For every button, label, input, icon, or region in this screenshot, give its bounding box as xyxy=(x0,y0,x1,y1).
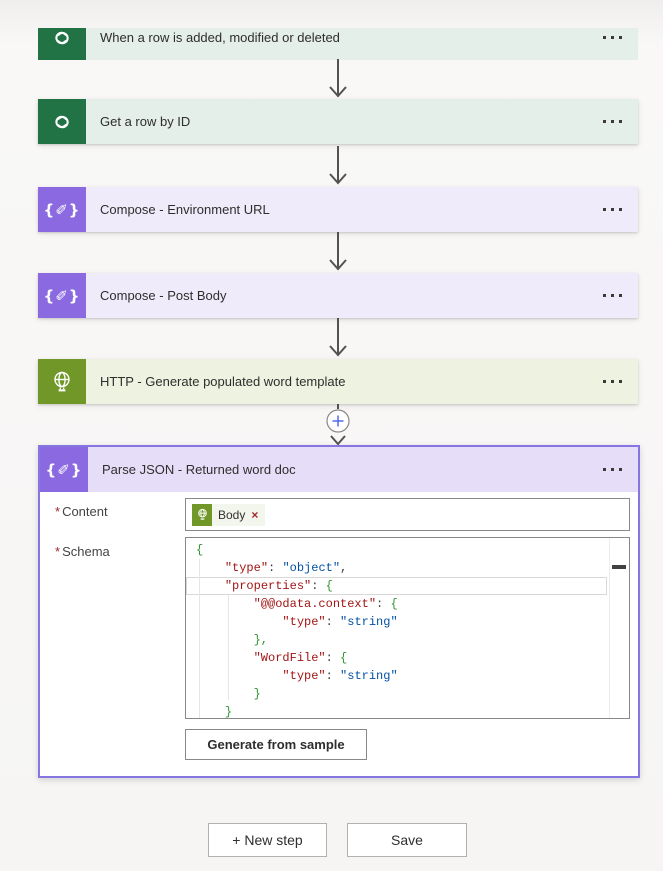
new-step-button[interactable]: + New step xyxy=(208,823,327,857)
code-token[interactable]: } xyxy=(224,705,233,719)
code-token[interactable] xyxy=(196,687,254,701)
step-title: Parse JSON - Returned word doc xyxy=(102,462,296,477)
insert-step-connector xyxy=(326,404,350,446)
indent-guide xyxy=(199,559,200,718)
code-token[interactable]: "type" xyxy=(282,669,326,683)
content-input[interactable]: Body × xyxy=(185,498,630,531)
step-title: HTTP - Generate populated word template xyxy=(100,374,346,389)
code-token[interactable]: } xyxy=(253,687,261,701)
code-token[interactable] xyxy=(196,597,254,611)
code-token[interactable]: "type" xyxy=(224,561,269,575)
save-button[interactable]: Save xyxy=(347,823,467,857)
connector-arrow xyxy=(329,232,347,271)
body-token[interactable]: Body × xyxy=(192,503,266,526)
http-globe-icon xyxy=(192,503,212,526)
step-card-compose-environment-url[interactable]: {✐} Compose - Environment URL xyxy=(38,187,638,232)
code-token[interactable]: , xyxy=(340,561,348,575)
dataverse-icon xyxy=(38,28,86,60)
required-marker: * xyxy=(55,504,61,519)
code-token[interactable]: : xyxy=(325,615,341,629)
code-line[interactable]: "properties": { xyxy=(186,577,607,595)
chevron-down-icon xyxy=(330,435,346,446)
code-token[interactable]: "type" xyxy=(282,615,326,629)
more-options-ellipsis-icon[interactable] xyxy=(601,30,624,45)
more-options-ellipsis-icon[interactable] xyxy=(601,114,624,129)
code-token[interactable]: "string" xyxy=(340,615,398,629)
code-token[interactable]: { xyxy=(325,579,333,593)
step-card-parse-json-expanded: {✐} Parse JSON - Returned word doc *Cont… xyxy=(38,445,640,778)
code-token[interactable]: : xyxy=(311,579,326,593)
code-token[interactable]: : xyxy=(325,669,341,683)
dataverse-icon xyxy=(38,99,86,144)
parse-json-braces-pencil-icon: {✐} xyxy=(40,447,88,492)
connector-arrow xyxy=(329,318,347,357)
indent-guide xyxy=(228,595,229,700)
schema-field-label: *Schema xyxy=(55,544,110,559)
step-title: When a row is added, modified or deleted xyxy=(100,30,340,45)
step-card-compose-post-body[interactable]: {✐} Compose - Post Body xyxy=(38,273,638,318)
code-line[interactable]: "@@odata.context": { xyxy=(186,595,607,613)
code-token[interactable] xyxy=(196,705,225,718)
compose-braces-pencil-icon: {✐} xyxy=(38,273,86,318)
code-token[interactable] xyxy=(196,615,282,629)
insert-step-plus-button[interactable] xyxy=(326,409,350,433)
generate-from-sample-button[interactable]: Generate from sample xyxy=(185,729,367,760)
schema-code-editor[interactable]: { "type": "object", "properties": { "@@o… xyxy=(185,537,630,719)
code-token[interactable]: : xyxy=(325,651,341,665)
code-line[interactable]: }, xyxy=(186,631,607,649)
code-line[interactable]: "WordFile": { xyxy=(186,649,607,667)
code-line[interactable]: { xyxy=(186,541,607,559)
code-token[interactable]: { xyxy=(340,651,348,665)
code-token[interactable]: "WordFile" xyxy=(253,651,326,665)
more-options-ellipsis-icon[interactable] xyxy=(601,202,624,217)
code-token[interactable] xyxy=(196,651,254,665)
step-title: Get a row by ID xyxy=(100,114,191,129)
code-token[interactable]: : xyxy=(268,561,283,575)
code-token[interactable]: "string" xyxy=(340,669,398,683)
parse-json-header[interactable]: {✐} Parse JSON - Returned word doc xyxy=(40,447,638,492)
code-token[interactable] xyxy=(196,633,254,647)
code-line[interactable]: "type": "string" xyxy=(186,613,607,631)
step-title: Compose - Post Body xyxy=(100,288,227,303)
scrollbar-gutter xyxy=(609,538,610,718)
step-title: Compose - Environment URL xyxy=(100,202,270,217)
code-token[interactable]: }, xyxy=(253,633,269,647)
code-token[interactable] xyxy=(196,561,225,575)
compose-braces-pencil-icon: {✐} xyxy=(38,187,86,232)
required-marker: * xyxy=(55,544,61,559)
code-token[interactable]: "object" xyxy=(282,561,341,575)
more-options-ellipsis-icon[interactable] xyxy=(601,462,624,477)
connector-arrow xyxy=(329,146,347,185)
code-token[interactable]: : xyxy=(376,597,391,611)
step-when-row-added-clip: When a row is added, modified or deleted xyxy=(38,28,638,60)
code-line[interactable]: "type": "object", xyxy=(186,559,607,577)
token-label: Body xyxy=(218,507,246,522)
step-card-when-row-added[interactable]: When a row is added, modified or deleted xyxy=(38,28,638,60)
scrollbar-handle[interactable] xyxy=(612,565,626,569)
schema-code[interactable]: { "type": "object", "properties": { "@@o… xyxy=(186,541,607,719)
code-token[interactable]: { xyxy=(196,543,204,557)
code-line[interactable]: } xyxy=(186,703,607,719)
step-card-get-row-by-id[interactable]: Get a row by ID xyxy=(38,99,638,144)
remove-token-x-icon[interactable]: × xyxy=(251,507,259,522)
more-options-ellipsis-icon[interactable] xyxy=(601,288,624,303)
code-token[interactable] xyxy=(196,669,282,683)
code-line[interactable]: "type": "string" xyxy=(186,667,607,685)
code-token[interactable]: "properties" xyxy=(224,579,312,593)
content-field-label: *Content xyxy=(55,504,108,519)
code-token[interactable]: "@@odata.context" xyxy=(253,597,377,611)
code-token[interactable] xyxy=(196,579,225,593)
code-token[interactable]: { xyxy=(390,597,398,611)
connector-arrow xyxy=(329,59,347,98)
step-card-http-generate-word[interactable]: HTTP - Generate populated word template xyxy=(38,359,638,404)
http-globe-icon xyxy=(38,359,86,404)
more-options-ellipsis-icon[interactable] xyxy=(601,374,624,389)
code-line[interactable]: } xyxy=(186,685,607,703)
